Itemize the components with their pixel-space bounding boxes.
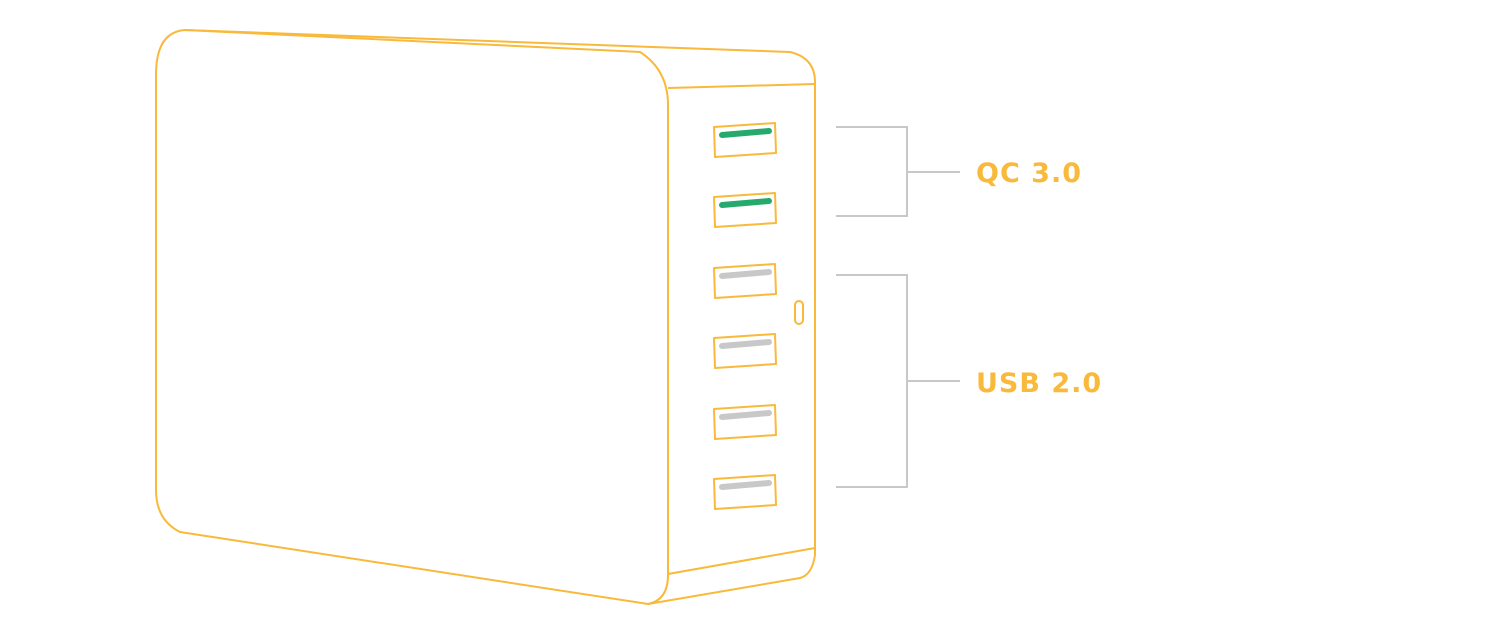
charger-side-face <box>647 82 816 605</box>
usb-port <box>713 474 777 510</box>
usb-port <box>713 263 777 299</box>
port-tongue <box>719 410 772 420</box>
port-tongue <box>719 269 772 279</box>
port-frame <box>713 404 777 440</box>
side-top-edge <box>667 83 816 89</box>
port-frame <box>713 192 777 228</box>
usb-bracket <box>836 274 960 488</box>
port-tongue <box>719 198 772 208</box>
port-frame <box>713 263 777 299</box>
qc-label: QC 3.0 <box>976 158 1082 189</box>
qc-bracket <box>836 126 960 217</box>
charger-body <box>155 29 816 605</box>
usb-port <box>713 333 777 369</box>
usb-port <box>713 404 777 440</box>
led-indicator <box>794 300 804 325</box>
port-tongue <box>719 480 772 490</box>
side-bottom-edge <box>667 547 816 575</box>
qc-port <box>713 192 777 228</box>
qc-port <box>713 122 777 158</box>
port-frame <box>713 474 777 510</box>
port-frame <box>713 122 777 158</box>
usb-label: USB 2.0 <box>976 368 1102 399</box>
charger-front-face <box>155 29 669 605</box>
port-frame <box>713 333 777 369</box>
port-tongue <box>719 339 772 349</box>
charger-top <box>184 29 816 83</box>
port-tongue <box>719 128 772 138</box>
